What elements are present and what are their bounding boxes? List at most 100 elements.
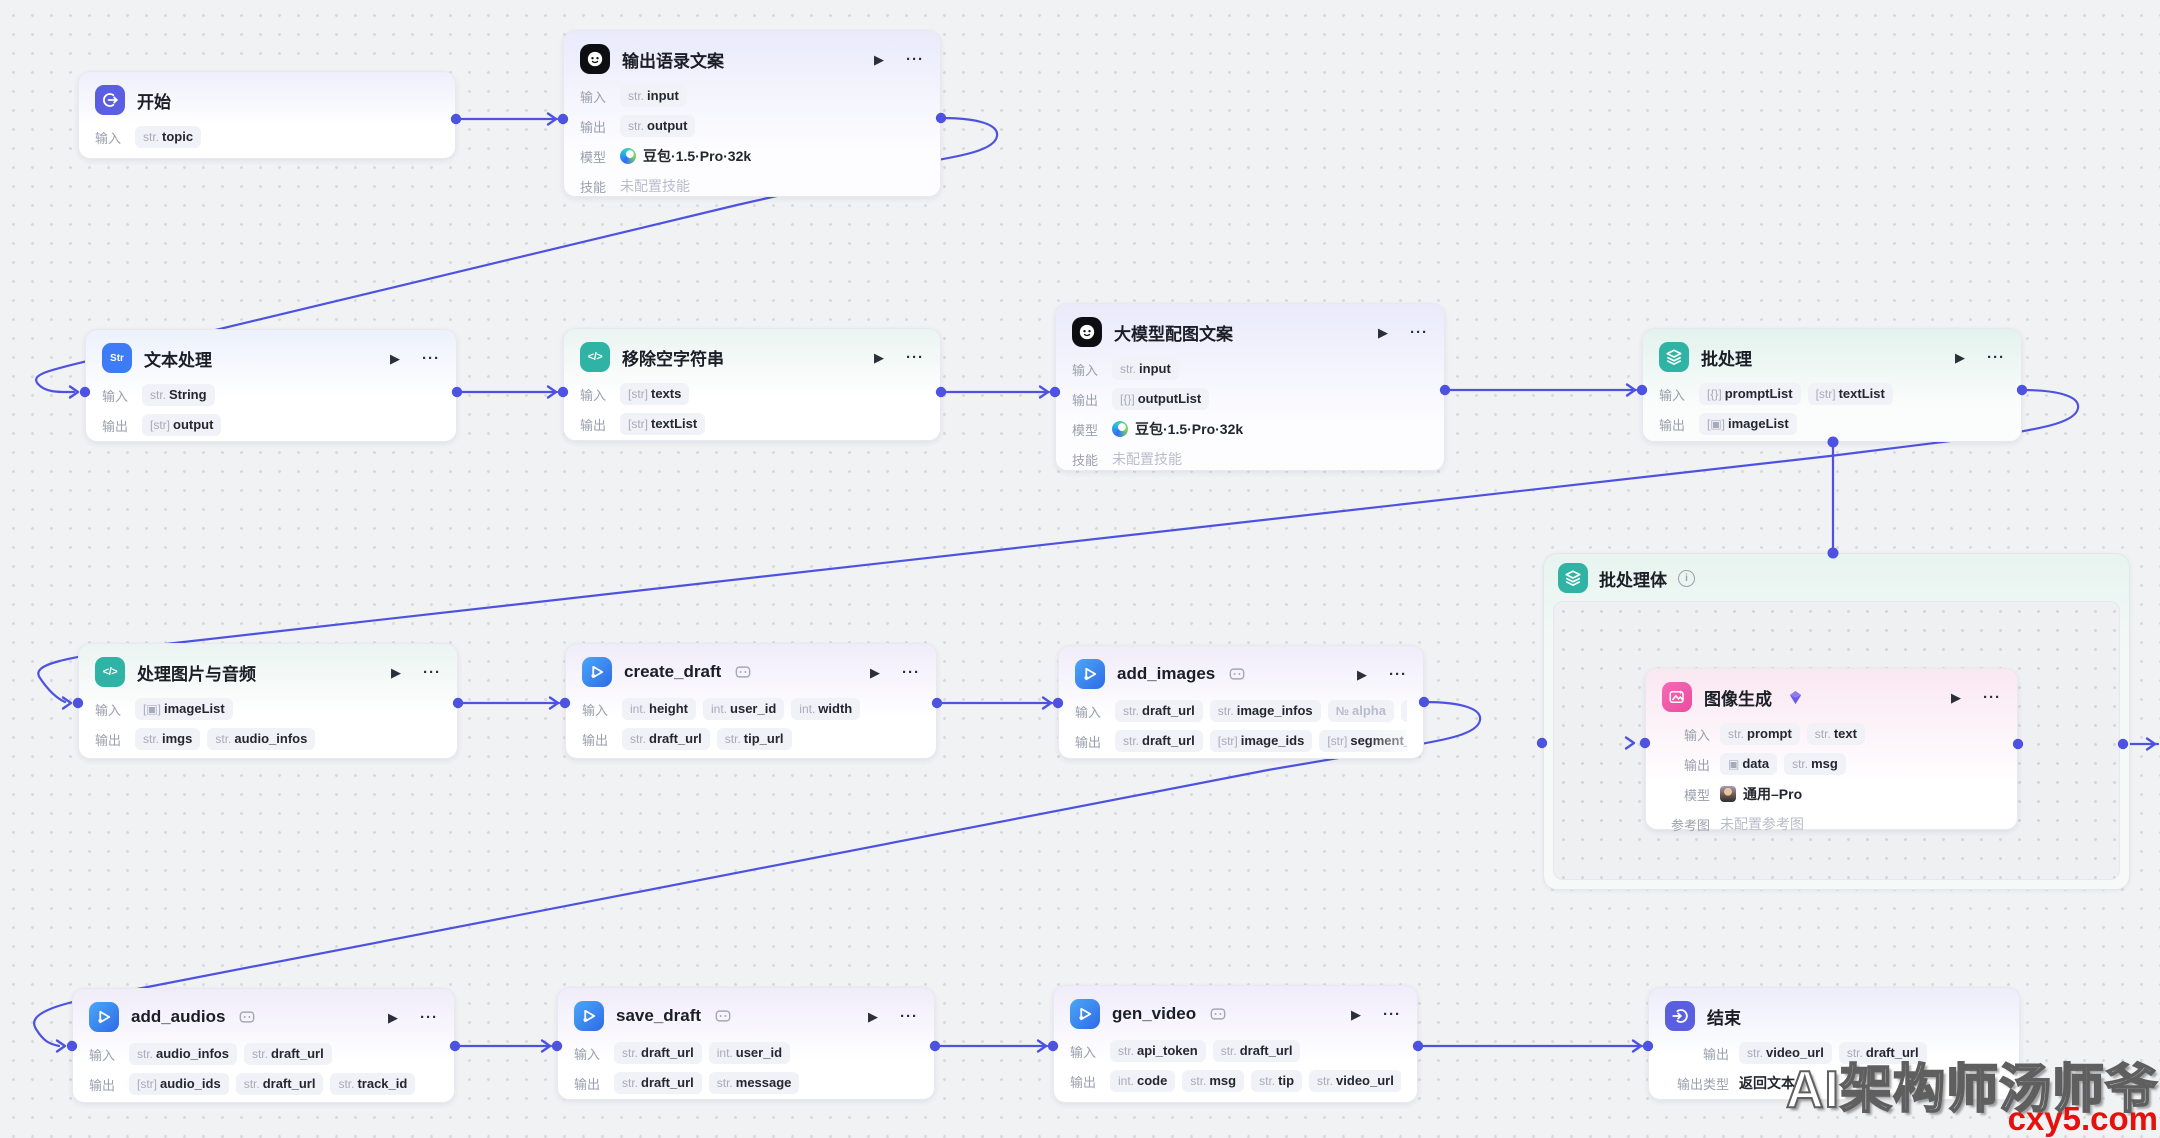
param-pill: № xyxy=(1400,700,1407,722)
text-process-icon: Str xyxy=(102,343,132,373)
more-button[interactable]: ··· xyxy=(422,349,440,367)
run-button[interactable]: ▶ xyxy=(1351,1006,1361,1022)
param-pill: str.audio_infos xyxy=(129,1043,237,1065)
param-pill: str.draft_url xyxy=(1115,700,1203,722)
api-badge-icon xyxy=(1229,667,1245,681)
more-button[interactable]: ··· xyxy=(1987,348,2005,366)
run-button[interactable]: ▶ xyxy=(874,349,884,365)
param-pill: [{}]outputList xyxy=(1112,388,1210,410)
node-title: add_audios xyxy=(131,1007,226,1026)
param-label: 输入 xyxy=(1075,704,1102,720)
param-label: 输入 xyxy=(95,702,122,718)
param-pill: int.height xyxy=(622,698,697,720)
node-title: 处理图片与音频 xyxy=(137,664,256,684)
node-title: 批处理 xyxy=(1701,349,1752,369)
more-button[interactable]: ··· xyxy=(420,1008,438,1026)
param-pill: str.image_infos xyxy=(1209,700,1321,722)
param-label: 输入 xyxy=(1072,362,1099,378)
run-button[interactable]: ▶ xyxy=(390,350,400,366)
more-button[interactable]: ··· xyxy=(1410,323,1428,341)
run-button[interactable]: ▶ xyxy=(1955,349,1965,365)
run-button[interactable]: ▶ xyxy=(870,664,880,680)
param-pill: str.api_token xyxy=(1110,1040,1206,1062)
plugin-icon xyxy=(582,657,612,687)
more-button[interactable]: ··· xyxy=(906,50,924,68)
run-button[interactable]: ▶ xyxy=(391,664,401,680)
api-badge-icon xyxy=(715,1009,731,1023)
param-pill: str.video_url xyxy=(1309,1070,1401,1092)
param-label: 输出 xyxy=(1075,734,1102,750)
param-pill: str.input xyxy=(620,85,687,107)
param-pill: [▣]imageList xyxy=(135,698,233,720)
param-pill: int.user_id xyxy=(703,698,785,720)
more-button[interactable]: ··· xyxy=(906,348,924,366)
param-label: 输入 xyxy=(580,387,607,403)
param-pill: str.output xyxy=(620,115,696,137)
param-label: 输出类型 xyxy=(1676,1076,1729,1092)
more-button[interactable]: ··· xyxy=(900,1007,918,1025)
run-button[interactable]: ▶ xyxy=(874,51,884,67)
param-pill: str.draft_url xyxy=(243,1043,332,1065)
param-label: 输出 xyxy=(1702,1046,1729,1062)
param-pill: str.video_url xyxy=(1739,1042,1832,1064)
info-icon[interactable]: i xyxy=(1678,569,1695,587)
param-pill: [str]audio_ids xyxy=(129,1073,229,1095)
param-label: 输入 xyxy=(1683,727,1710,743)
run-button[interactable]: ▶ xyxy=(1357,666,1367,682)
more-button[interactable]: ··· xyxy=(1983,688,2001,706)
param-pill: [str]textList xyxy=(620,413,706,435)
param-label: 输入 xyxy=(574,1046,601,1062)
plugin-icon xyxy=(574,1001,604,1031)
more-button[interactable]: ··· xyxy=(423,663,441,681)
param-pill: str.draft_url xyxy=(1115,730,1203,752)
param-pill: [{}]promptList xyxy=(1699,383,1801,405)
param-pill: str.String xyxy=(142,384,215,406)
param-pill: str.topic xyxy=(135,126,202,148)
watermark-site: cxy5.com xyxy=(2007,1100,2158,1137)
more-button[interactable]: ··· xyxy=(902,663,920,681)
param-pill: [str]output xyxy=(142,414,222,436)
official-badge-icon xyxy=(1788,690,1803,705)
param-pill: int.width xyxy=(791,698,861,720)
model-chip: 豆包·1.5·Pro·32k xyxy=(1112,419,1243,439)
param-label: 输入 xyxy=(1659,387,1686,403)
more-button[interactable]: ··· xyxy=(1389,665,1407,683)
batch-icon xyxy=(1659,342,1689,372)
row-text: 未配置参考图 xyxy=(1720,816,1804,832)
image-generate-icon xyxy=(1662,682,1692,712)
param-pill: str.input xyxy=(1112,358,1179,380)
param-label: 输出 xyxy=(89,1077,116,1093)
api-badge-icon xyxy=(735,665,751,679)
api-badge-icon xyxy=(239,1010,255,1024)
run-button[interactable]: ▶ xyxy=(388,1009,398,1025)
param-pill: str.msg xyxy=(1784,753,1846,775)
llm-robot-icon xyxy=(1072,317,1102,347)
more-button[interactable]: ··· xyxy=(1383,1005,1401,1023)
node-title: save_draft xyxy=(616,1006,702,1025)
param-pill: int.user_id xyxy=(708,1042,791,1064)
param-label: 输出 xyxy=(580,417,607,433)
param-label: 输入 xyxy=(102,388,129,404)
run-button[interactable]: ▶ xyxy=(1378,324,1388,340)
run-button[interactable]: ▶ xyxy=(1951,689,1961,705)
row-text: 返回文本 xyxy=(1739,1075,1795,1091)
run-button[interactable]: ▶ xyxy=(868,1008,878,1024)
param-pill: [str]texts xyxy=(620,383,690,405)
start-icon xyxy=(95,85,125,115)
param-label: 输入 xyxy=(95,130,122,146)
